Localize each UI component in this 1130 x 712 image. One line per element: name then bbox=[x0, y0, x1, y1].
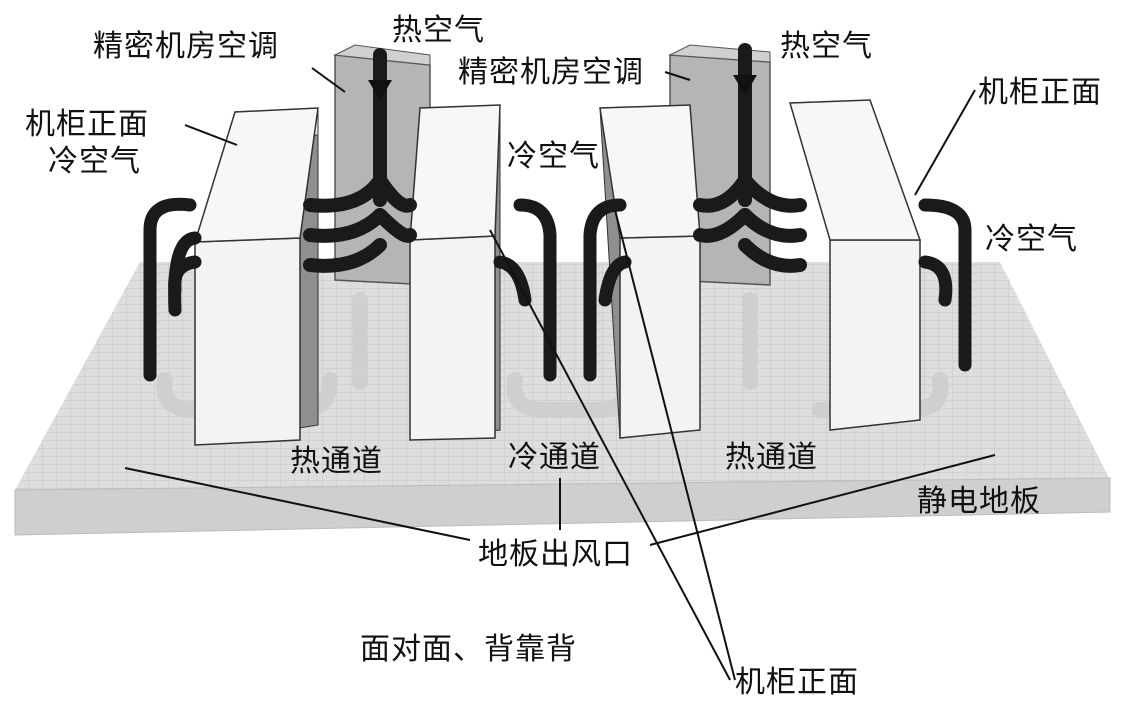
cabinet-front-label-left: 机柜正面 bbox=[25, 107, 149, 142]
crac-label-left: 精密机房空调 bbox=[93, 29, 279, 64]
cold-air-label-right: 冷空气 bbox=[985, 222, 1078, 257]
cold-air-label-left: 冷空气 bbox=[48, 144, 141, 179]
layout-caption: 面对面、背靠背 bbox=[360, 632, 577, 667]
cabinet-row-3 bbox=[599, 104, 701, 439]
crac-label-right: 精密机房空调 bbox=[458, 55, 644, 90]
cabinet-row-4 bbox=[789, 99, 922, 431]
hot-air-arrowheads bbox=[368, 75, 757, 100]
raised-floor-label: 静电地板 bbox=[917, 484, 1041, 519]
floor-vent-label: 地板出风口 bbox=[478, 537, 633, 572]
cold-aisle-label: 冷通道 bbox=[508, 440, 601, 475]
cold-air-label-middle: 冷空气 bbox=[507, 139, 600, 174]
cabinet-front-label-bottom: 机柜正面 bbox=[735, 665, 859, 700]
hot-air-label-left: 热空气 bbox=[392, 13, 485, 48]
cabinet-row-2 bbox=[409, 104, 501, 441]
cabinet-front-label-right: 机柜正面 bbox=[978, 75, 1102, 110]
hot-air-label-right: 热空气 bbox=[780, 29, 873, 64]
leader-lines bbox=[124, 67, 996, 681]
cold-air-airflow bbox=[143, 197, 972, 382]
hot-aisle-label-right: 热通道 bbox=[725, 440, 818, 475]
hot-aisle-label-left: 热通道 bbox=[290, 444, 383, 479]
cabinet-row-1 bbox=[193, 107, 319, 446]
